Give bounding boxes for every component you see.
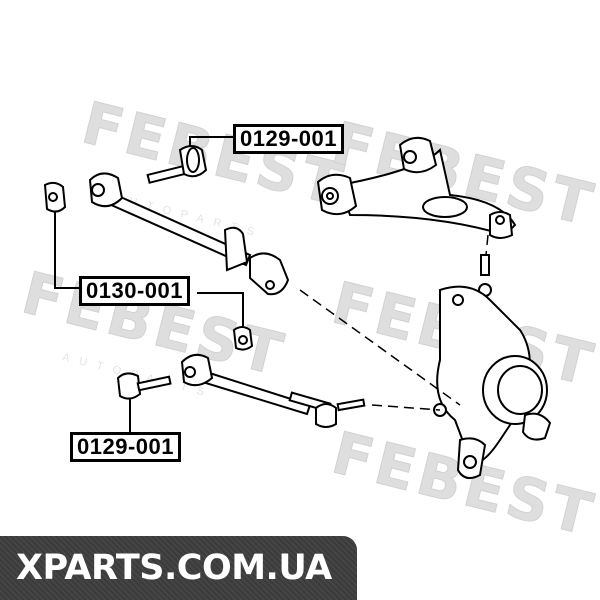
assembly-guide-lines <box>299 234 489 411</box>
part-label-upper-bolt[interactable]: 0129-001 <box>233 124 344 154</box>
lateral-arm-upper <box>88 172 290 296</box>
part-label-lower-bolt[interactable]: 0129-001 <box>70 432 181 462</box>
bushing-part-right <box>232 326 254 351</box>
lateral-arm-lower <box>180 353 366 428</box>
upper-control-arm <box>316 136 517 239</box>
site-banner-text[interactable]: XPARTS.COM.UA <box>16 548 332 588</box>
lower-bolt-part <box>116 372 172 400</box>
steering-knuckle <box>433 285 552 480</box>
bushing-part-left <box>43 181 67 213</box>
upper-bolt-part <box>146 145 208 184</box>
ball-joint-stud <box>478 254 492 297</box>
part-label-bushing[interactable]: 0130-001 <box>79 276 190 306</box>
site-banner <box>0 536 357 600</box>
